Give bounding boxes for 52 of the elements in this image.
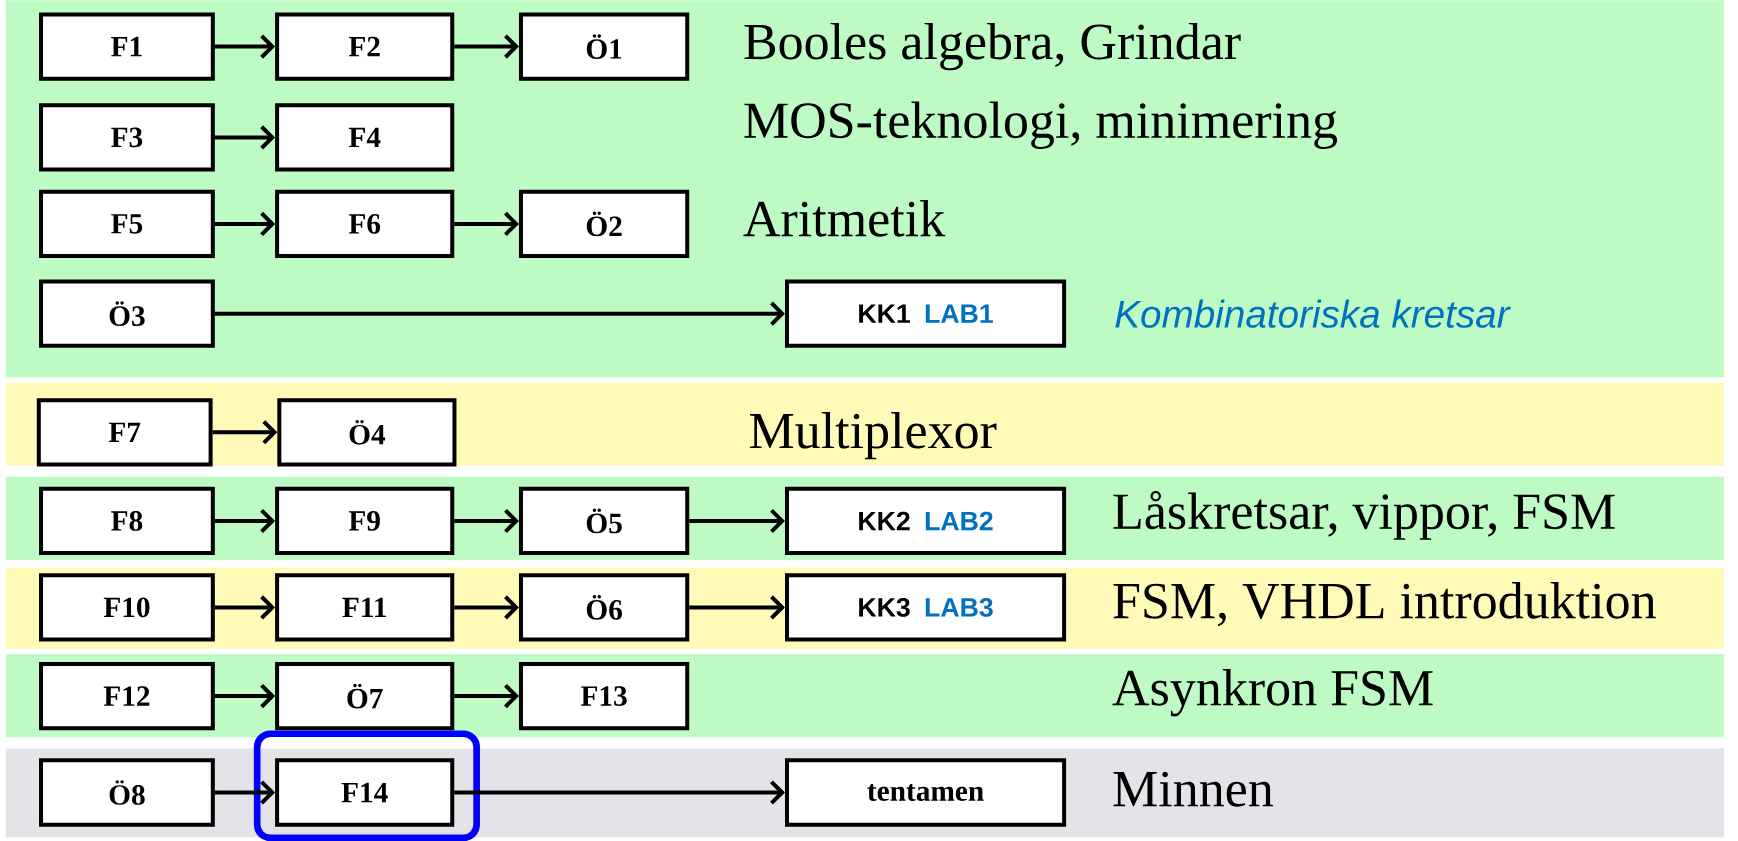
lecture-box: F2 [275, 12, 455, 81]
topic-text: Asynkron FSM [1112, 669, 1433, 717]
arrow [454, 780, 785, 805]
lecture-box: F10 [39, 573, 215, 642]
lecture-box: F4 [275, 103, 455, 172]
topic-text: Minnen [1113, 771, 1273, 807]
lecture-box: Ö7 [275, 661, 455, 731]
arrow [214, 34, 276, 59]
lecture-box: F12 [39, 661, 215, 731]
lecture-box: F13 [518, 661, 690, 731]
lecture-box: Ö2 [518, 189, 690, 259]
arrow [454, 508, 519, 534]
lecture-box: tentamen [785, 758, 1067, 827]
lecture-box: Ö1 [518, 12, 690, 81]
lecture-box: F11 [275, 573, 455, 642]
arrow [214, 595, 276, 620]
lecture-box: Ö6 [518, 573, 690, 642]
lecture-box: F3 [39, 103, 215, 172]
topic-text: FSM, VHDL introduktion [1113, 582, 1656, 627]
lecture-box: F7 [36, 398, 213, 467]
lecture-box: Ö3 [39, 279, 215, 348]
topic-text: MOS-teknologi, minimering [744, 101, 1338, 149]
lecture-box: F8 [39, 486, 215, 556]
arrow [454, 211, 519, 236]
lecture-box: F9 [275, 486, 455, 556]
lecture-box: F1 [39, 12, 215, 81]
arrow [689, 508, 785, 534]
topic-text: Booles algebra, Grindar [744, 22, 1241, 71]
arrow [214, 684, 276, 709]
arrow [454, 684, 519, 709]
topic-text: Låskretsar, vippor, FSM [1113, 491, 1615, 540]
arrow [689, 595, 785, 620]
lecture-box: Ö4 [277, 398, 457, 467]
lecture-box: KK3 LAB3 [785, 573, 1067, 642]
arrow [454, 595, 519, 620]
arrow [214, 125, 276, 150]
lecture-box: KK2 LAB2 [785, 486, 1067, 556]
lecture-box: F6 [275, 189, 455, 259]
lecture-box: Ö8 [39, 758, 215, 827]
topic-text: Kombinatoriska kretsar [1115, 299, 1511, 328]
lecture-box: F5 [39, 189, 215, 259]
arrow [212, 420, 278, 445]
arrow [214, 301, 785, 326]
lecture-box: KK1 LAB1 [785, 279, 1067, 348]
lecture-box: F14 [275, 758, 455, 827]
arrow [214, 211, 276, 236]
topic-text: Multiplexor [749, 412, 997, 460]
lecture-box: Ö5 [518, 486, 690, 556]
arrow [454, 34, 519, 59]
arrow [214, 508, 276, 534]
topic-text: Aritmetik [743, 200, 946, 237]
arrow [214, 780, 276, 805]
